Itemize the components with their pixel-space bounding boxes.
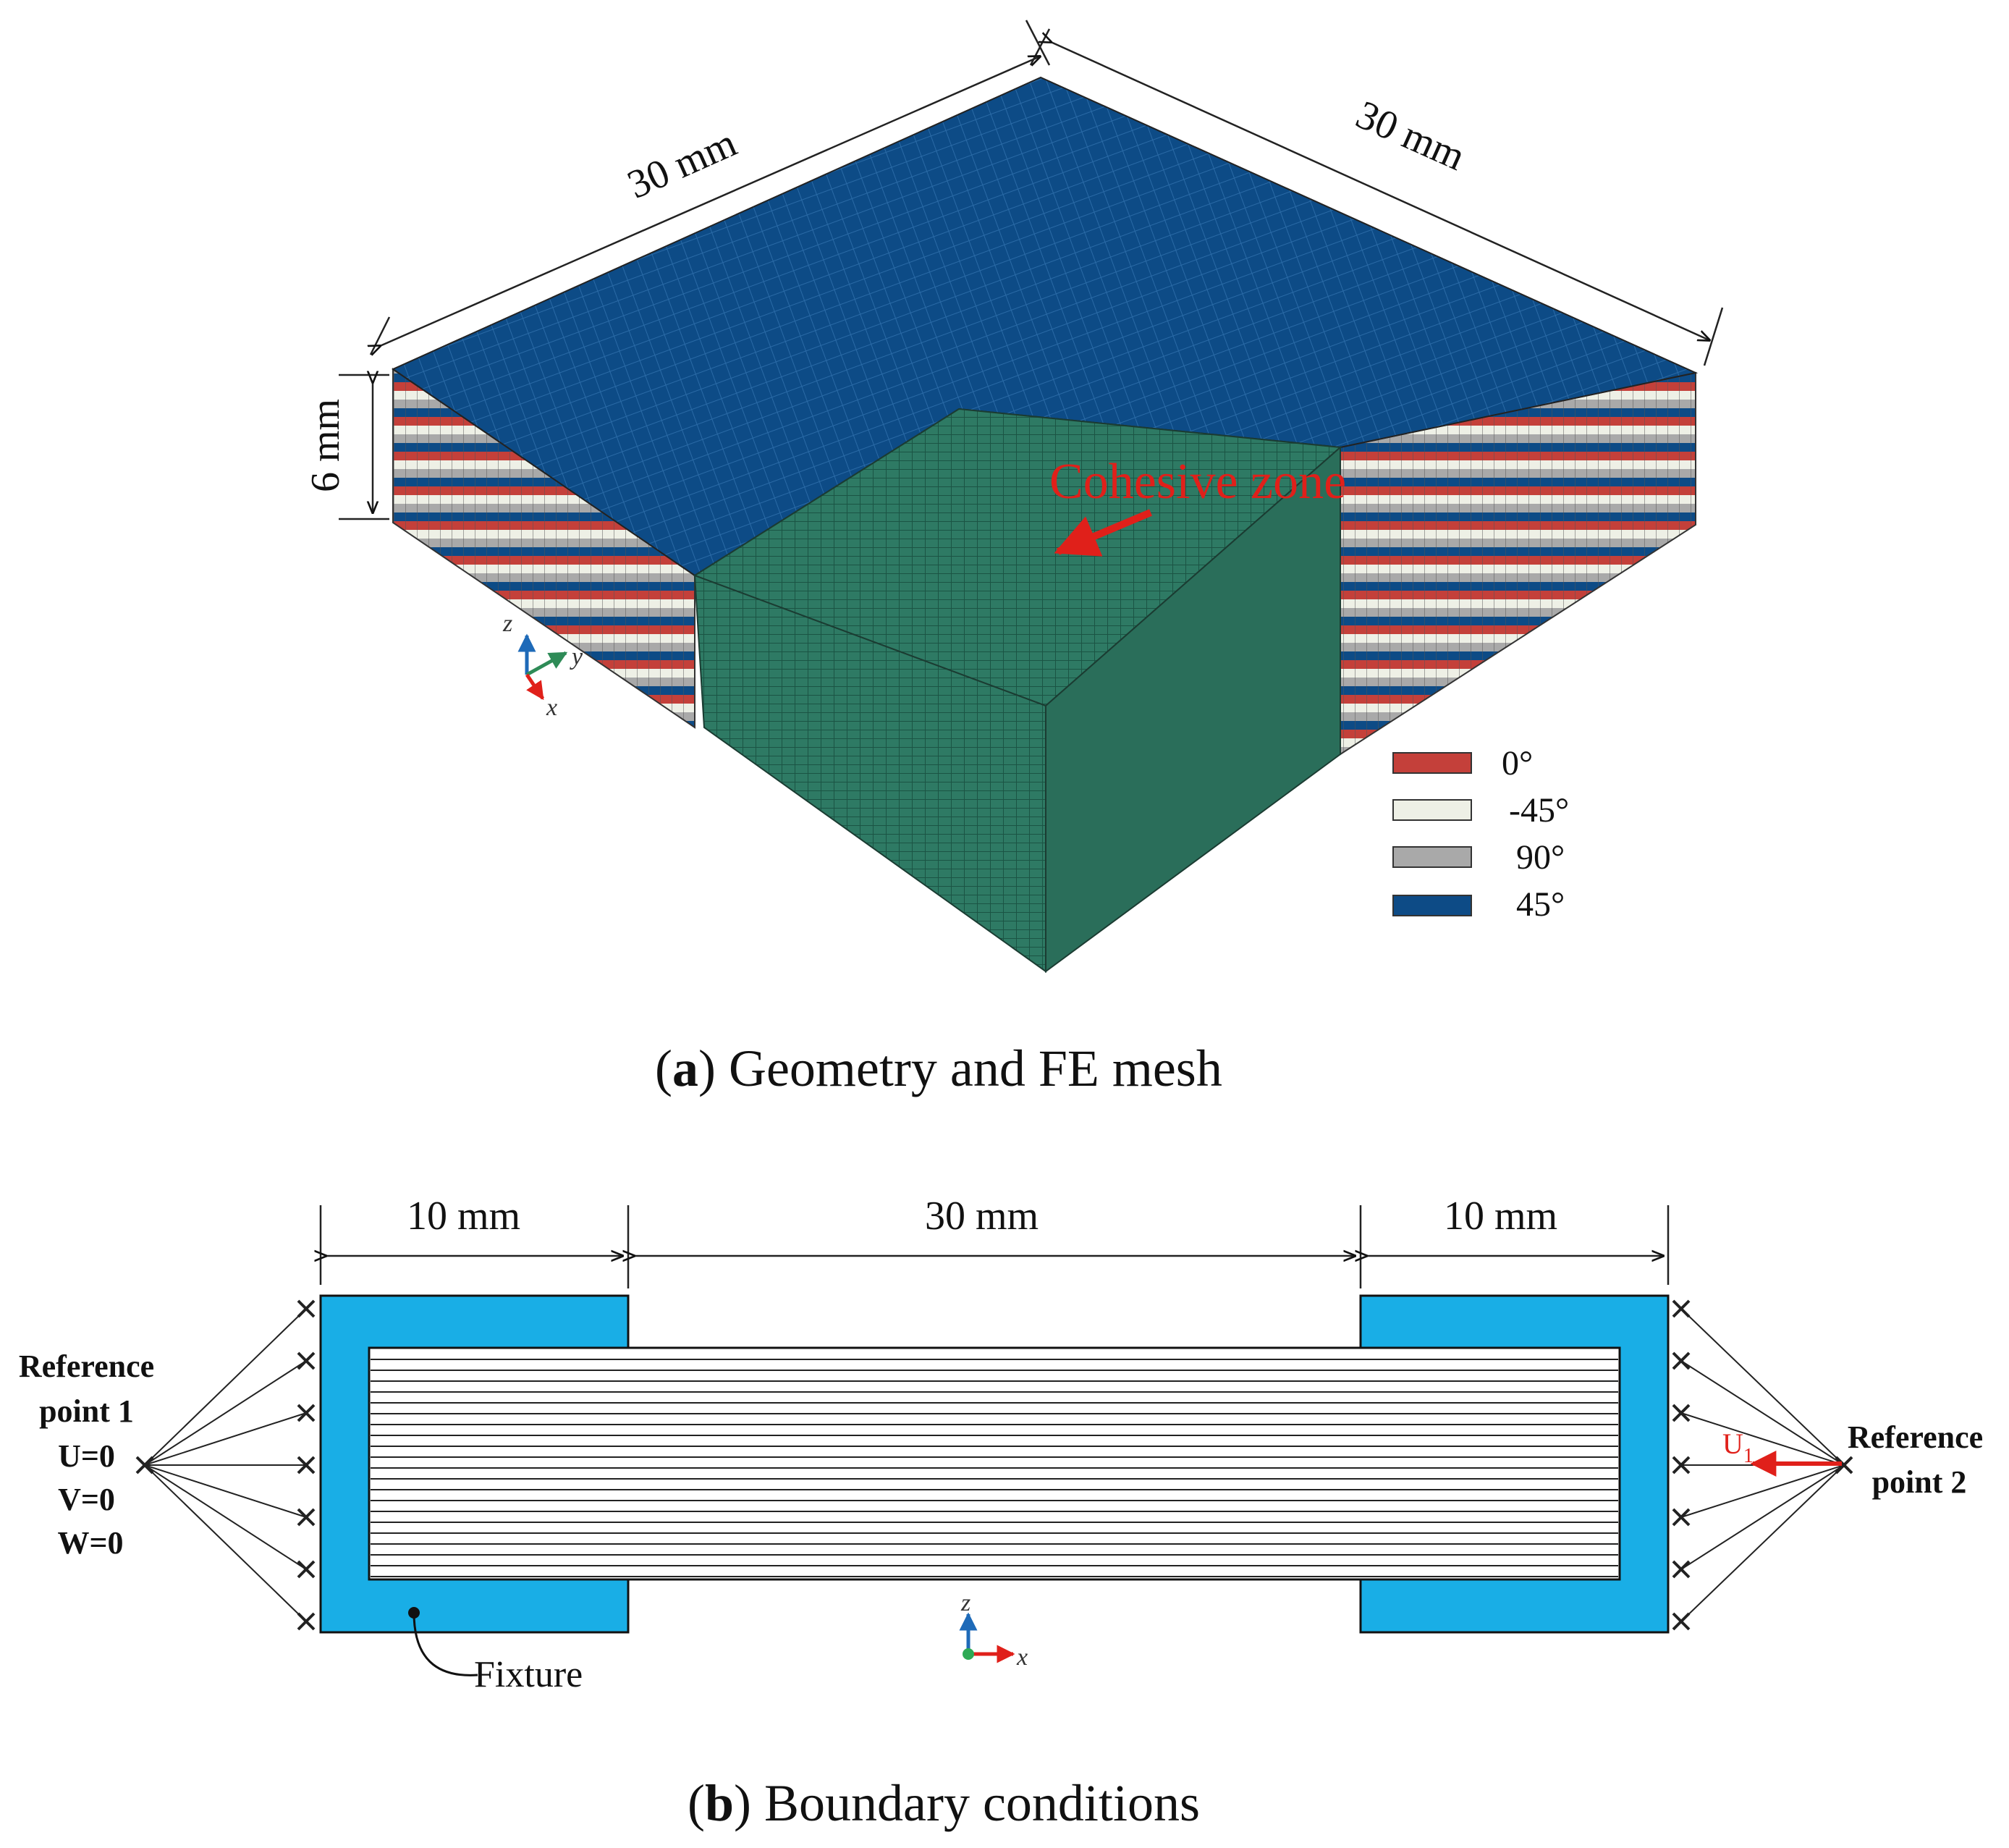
panel-a: 30 mm 30 mm 6 mm Cohesive zone z y x 0° … [303,20,1724,1097]
legend-swatch-0 [1392,752,1472,774]
ref-point-1-tie-line [144,1464,307,1622]
dimension-thickness [339,375,389,520]
load-label: U1 [1722,1427,1754,1467]
ref-point-2-tie-line [1680,1412,1845,1466]
legend-label-45: 45° [1516,885,1565,924]
axis-x-label-a: x [546,694,557,721]
dim-label-thickness: 6 mm [303,399,348,492]
ref-point-1-node-marker [297,1456,316,1474]
ref-point-1-node-marker [297,1560,316,1579]
ref-point-2-label: Reference point 2 [1848,1419,1991,1500]
panel-b: 10 mm 30 mm 10 mm Reference point 1 U=0 … [19,1194,1991,1832]
ref-point-1-line-3: U=0 [58,1438,115,1474]
caption-a: (a) Geometry and FE mesh [655,1039,1222,1097]
ref-point-2-node-marker [1672,1508,1691,1527]
ref-point-1-node-marker [297,1299,316,1318]
cohesive-zone-label: Cohesive zone [1049,454,1346,510]
legend-swatch-90 [1392,846,1472,868]
fixture-label: Fixture [474,1654,583,1695]
dim-label-left: 10 mm [407,1194,520,1239]
ref-point-1-node-marker [297,1404,316,1422]
ref-point-1-ties [135,1299,316,1631]
caption-a-letter: a [672,1039,698,1097]
caption-a-text: Geometry and FE mesh [716,1039,1222,1097]
dim-label-middle: 30 mm [925,1194,1039,1239]
ref-point-1-tie-line [144,1464,307,1518]
legend-swatch-neg45 [1392,799,1472,821]
ref-point-2-node-marker [1672,1299,1691,1318]
dim-label-right: 10 mm [1444,1194,1557,1239]
specimen [368,1346,1621,1581]
ref-point-2-tie-line [1680,1308,1845,1466]
ref-point-1-label: Reference point 1 U=0 V=0 W=0 [19,1349,162,1561]
legend: 0° -45° 90° 45° [1392,744,1569,924]
load-label-sub: 1 [1743,1445,1754,1467]
axis-x-label-b: x [1016,1644,1028,1671]
ref-point-1-line-1: Reference [19,1349,154,1384]
ref-point-1-tie-line [144,1412,307,1466]
ref-point-2-tie-line [1680,1464,1845,1570]
cohesive-zone-right-face [1045,445,1341,973]
ref-point-1-node-marker [297,1612,316,1631]
axis-y-label-a: y [570,644,583,670]
ref-point-2-line-1: Reference [1848,1419,1983,1455]
ref-point-2-node-marker [1672,1612,1691,1631]
cohesive-zone-arrow [1054,509,1152,557]
ref-point-2-node-marker [1672,1351,1691,1370]
ref-point-1-node-marker [297,1351,316,1370]
axis-z-label-b: z [960,1590,970,1616]
dimension-bottom [321,1205,1670,1288]
ref-point-1-tie-line [144,1360,307,1466]
ref-point-1-tie-line [144,1308,307,1466]
legend-label-neg45: -45° [1509,791,1569,830]
ref-point-2-tie-line [1680,1360,1845,1466]
legend-label-90: 90° [1516,838,1565,877]
ref-point-2-node-marker [1672,1560,1691,1579]
specimen-layers [371,1359,1618,1577]
ref-point-2-node-marker [1672,1456,1691,1474]
axes-triad-b [959,1612,1015,1663]
caption-b-letter: b [705,1774,734,1832]
load-label-main: U [1722,1427,1743,1460]
legend-swatch-45 [1392,895,1472,916]
caption-b-text: Boundary conditions [751,1774,1200,1832]
ref-point-2-line-2: point 2 [1872,1464,1967,1500]
ref-point-2-tie-line [1680,1464,1845,1622]
axis-z-label-a: z [502,610,512,637]
dimension-top-right [1025,20,1724,366]
ref-point-1-line-2: point 1 [39,1393,134,1429]
ref-point-2-node-marker [1672,1404,1691,1422]
ref-point-1-tie-line [144,1464,307,1570]
dim-label-top-right: 30 mm [1350,92,1472,180]
caption-b: (b) Boundary conditions [688,1774,1200,1832]
legend-label-0: 0° [1502,744,1533,782]
fixture-callout-leader [413,1612,478,1676]
ref-point-2-tie-line [1680,1464,1845,1518]
ref-point-1-marker [135,1456,154,1474]
axes-triad-a [517,633,568,701]
ref-point-1-line-5: W=0 [57,1525,123,1561]
ref-point-2-ties [1672,1299,1853,1631]
ref-point-2-marker [1835,1456,1853,1474]
ref-point-1-line-4: V=0 [58,1482,115,1517]
ref-point-1-node-marker [297,1508,316,1527]
